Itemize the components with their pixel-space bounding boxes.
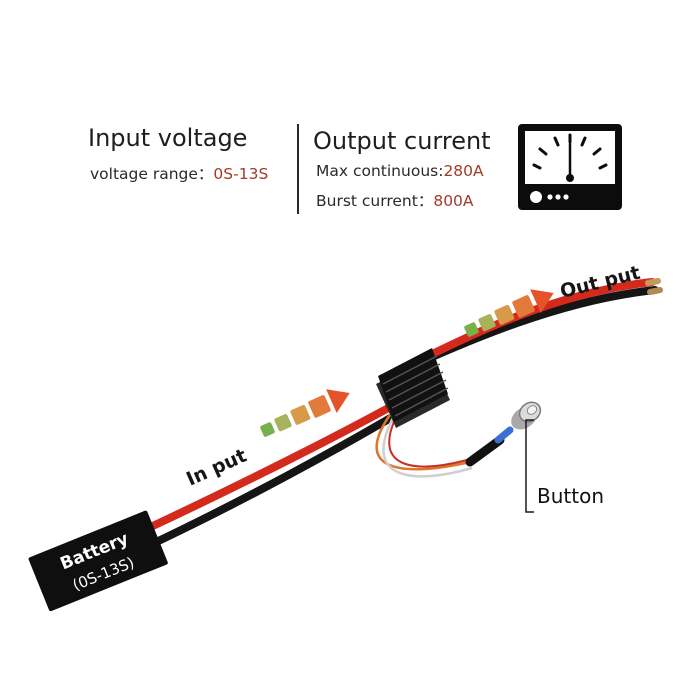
max-continuous-value: 280A <box>443 162 484 180</box>
input-wire-black <box>146 406 408 549</box>
push-button-icon <box>465 401 542 467</box>
button-label: Button <box>537 484 604 508</box>
output-wire-tip-black <box>647 287 663 295</box>
input-voltage-title: Input voltage <box>88 124 248 152</box>
burst-current-line: Burst current：800A <box>316 189 474 211</box>
burst-current-value: 800A <box>433 192 474 210</box>
spec-divider <box>297 124 299 214</box>
heatsink-fins <box>382 355 449 417</box>
output-current-title: Output current <box>313 127 491 155</box>
battery-tag: Battery (0S-13S) <box>28 510 168 612</box>
burst-current-label: Burst current： <box>316 192 434 210</box>
output-wire-tip-red <box>645 278 661 286</box>
voltage-range-value: 0S-13S <box>213 165 269 183</box>
max-continuous-label: Max continuous: <box>316 162 444 180</box>
input-arrow-icon <box>260 389 350 437</box>
voltage-range-line: voltage range：0S-13S <box>90 162 268 184</box>
output-arrow-icon <box>464 289 554 337</box>
heatsink <box>378 348 448 422</box>
signal-wire-red <box>388 412 475 468</box>
button-callout-bracket <box>525 419 534 513</box>
input-wire-red <box>136 402 396 536</box>
signal-wire-white <box>382 413 473 478</box>
ammeter-gauge-icon <box>518 124 622 214</box>
voltage-range-label: voltage range： <box>90 165 214 183</box>
max-continuous-line: Max continuous:280A <box>316 162 484 180</box>
